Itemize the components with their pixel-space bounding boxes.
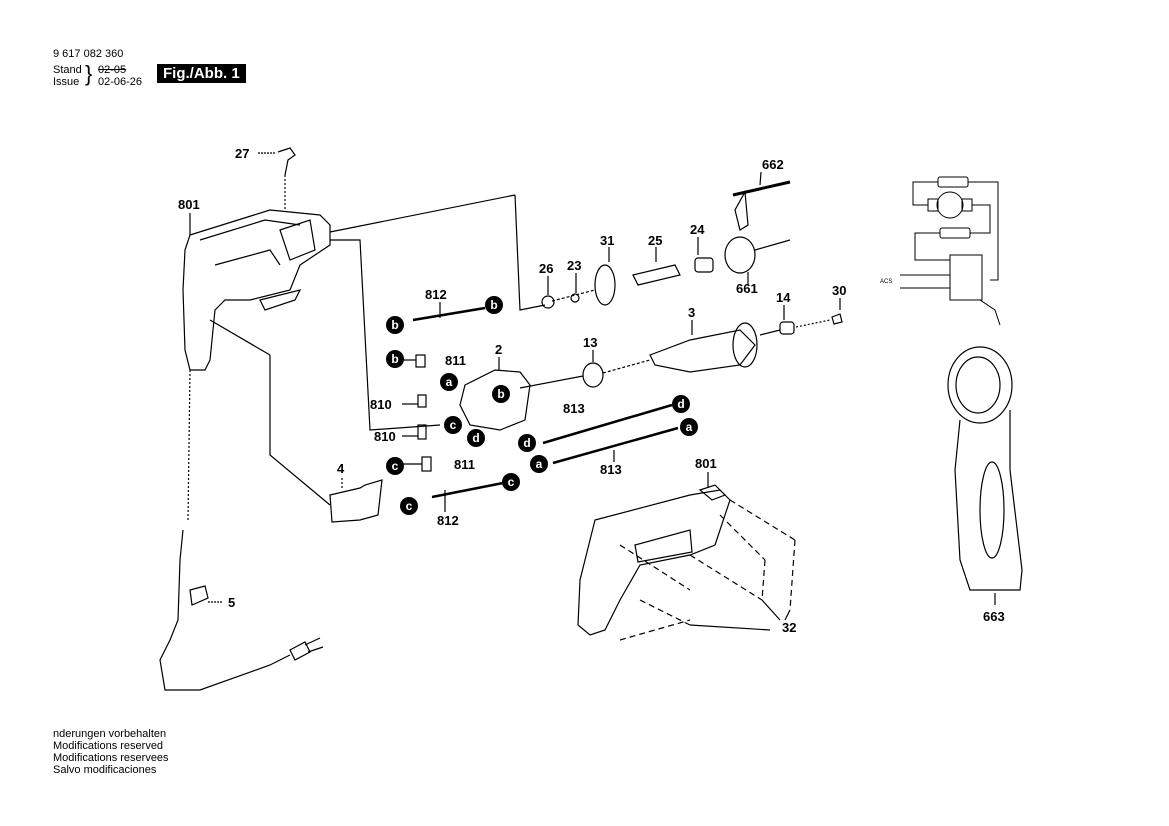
gear-part-31 (594, 264, 616, 306)
housing-part-801-lower (577, 484, 731, 636)
cable-part-812-lower (431, 481, 504, 499)
cable-part-813-lower (552, 426, 679, 465)
callout-812-lower: 812 (437, 513, 459, 528)
field-part-2 (459, 369, 531, 431)
badge-b: b (492, 385, 510, 403)
bearing-part-24 (694, 257, 714, 273)
badge-b: b (386, 350, 404, 368)
brush-part-810-lower (417, 424, 427, 440)
footer-line-es: Salvo modificaciones (53, 764, 157, 776)
callout-813-upper: 813 (563, 401, 585, 416)
shaft-part-25 (632, 264, 681, 286)
badge-b: b (485, 296, 503, 314)
footer-line-fr: Modifications reservees (53, 752, 169, 764)
housing-part-801 (182, 209, 331, 371)
callout-23: 23 (567, 258, 582, 273)
badge-b: b (386, 316, 404, 334)
callout-14: 14 (776, 290, 791, 305)
callout-30: 30 (832, 283, 847, 298)
washer-part-30 (831, 313, 843, 325)
callout-26: 26 (539, 261, 554, 276)
callout-801-lower: 801 (695, 456, 717, 471)
bearing-part-14 (779, 321, 795, 335)
callout-811-upper: 811 (445, 353, 466, 368)
callout-662: 662 (762, 157, 784, 172)
document-number: 9 617 082 360 (53, 48, 124, 60)
brush-part-810-upper (417, 394, 427, 408)
callout-812-upper: 812 (425, 287, 447, 302)
callout-5: 5 (228, 595, 236, 610)
ring-part-23 (570, 293, 580, 303)
callout-810-upper: 810 (370, 397, 392, 412)
callout-32: 32 (782, 620, 797, 635)
badge-d: d (518, 434, 536, 452)
badge-c: c (400, 497, 418, 515)
bearing-part-13 (582, 362, 604, 388)
brush-holder-part-811-lower (421, 456, 432, 472)
badge-a: a (680, 418, 698, 436)
issue-value: 02-06-26 (98, 76, 143, 88)
badge-c: c (386, 457, 404, 475)
issue-label: Issue (53, 76, 80, 88)
brush-holder-part-811-upper (415, 354, 426, 368)
callout-4: 4 (337, 461, 345, 476)
callout-813-lower: 813 (600, 462, 622, 477)
callout-811-lower: 811 (454, 457, 475, 472)
callout-663: 663 (983, 609, 1005, 624)
power-cord-part-5 (159, 529, 291, 691)
chuck-part-661 (724, 236, 756, 274)
cable-part-813-upper (542, 403, 673, 445)
callout-25: 25 (648, 233, 663, 248)
bearing-part-26 (541, 295, 555, 309)
callout-27: 27 (235, 146, 250, 161)
voltage-label: ACS (880, 279, 893, 285)
callout-13: 13 (583, 335, 598, 350)
footer-notes: nderungen vorbehalten Modifications rese… (53, 728, 169, 776)
callout-3: 3 (688, 305, 696, 320)
callout-2: 2 (495, 342, 503, 357)
footer-line-de: nderungen vorbehalten (53, 728, 167, 740)
callout-24: 24 (690, 222, 705, 237)
armature-part-3 (649, 329, 756, 373)
stand-value: 02-05 (98, 64, 127, 76)
callout-31: 31 (600, 233, 615, 248)
wiring-diagram (900, 176, 1001, 326)
cable-part-812-upper (412, 306, 486, 322)
badge-d: d (467, 429, 485, 447)
badge-c: c (502, 473, 520, 491)
figure-label: Fig./Abb. 1 (157, 64, 246, 83)
callout-810-lower: 810 (374, 429, 396, 444)
badge-d: d (672, 395, 690, 413)
brace-glyph: } (85, 61, 93, 86)
chuck-key-part-662 (734, 190, 749, 231)
screw-part-27 (277, 147, 296, 176)
badge-a: a (530, 455, 548, 473)
badge-c: c (444, 416, 462, 434)
callout-801-upper: 801 (178, 197, 200, 212)
badge-a: a (440, 373, 458, 391)
stand-label: Stand (53, 64, 82, 76)
auxiliary-handle-part-663 (947, 346, 1023, 591)
switch-part-4 (329, 479, 383, 523)
footer-line-en: Modifications reserved (53, 740, 164, 752)
callout-661: 661 (736, 281, 758, 296)
